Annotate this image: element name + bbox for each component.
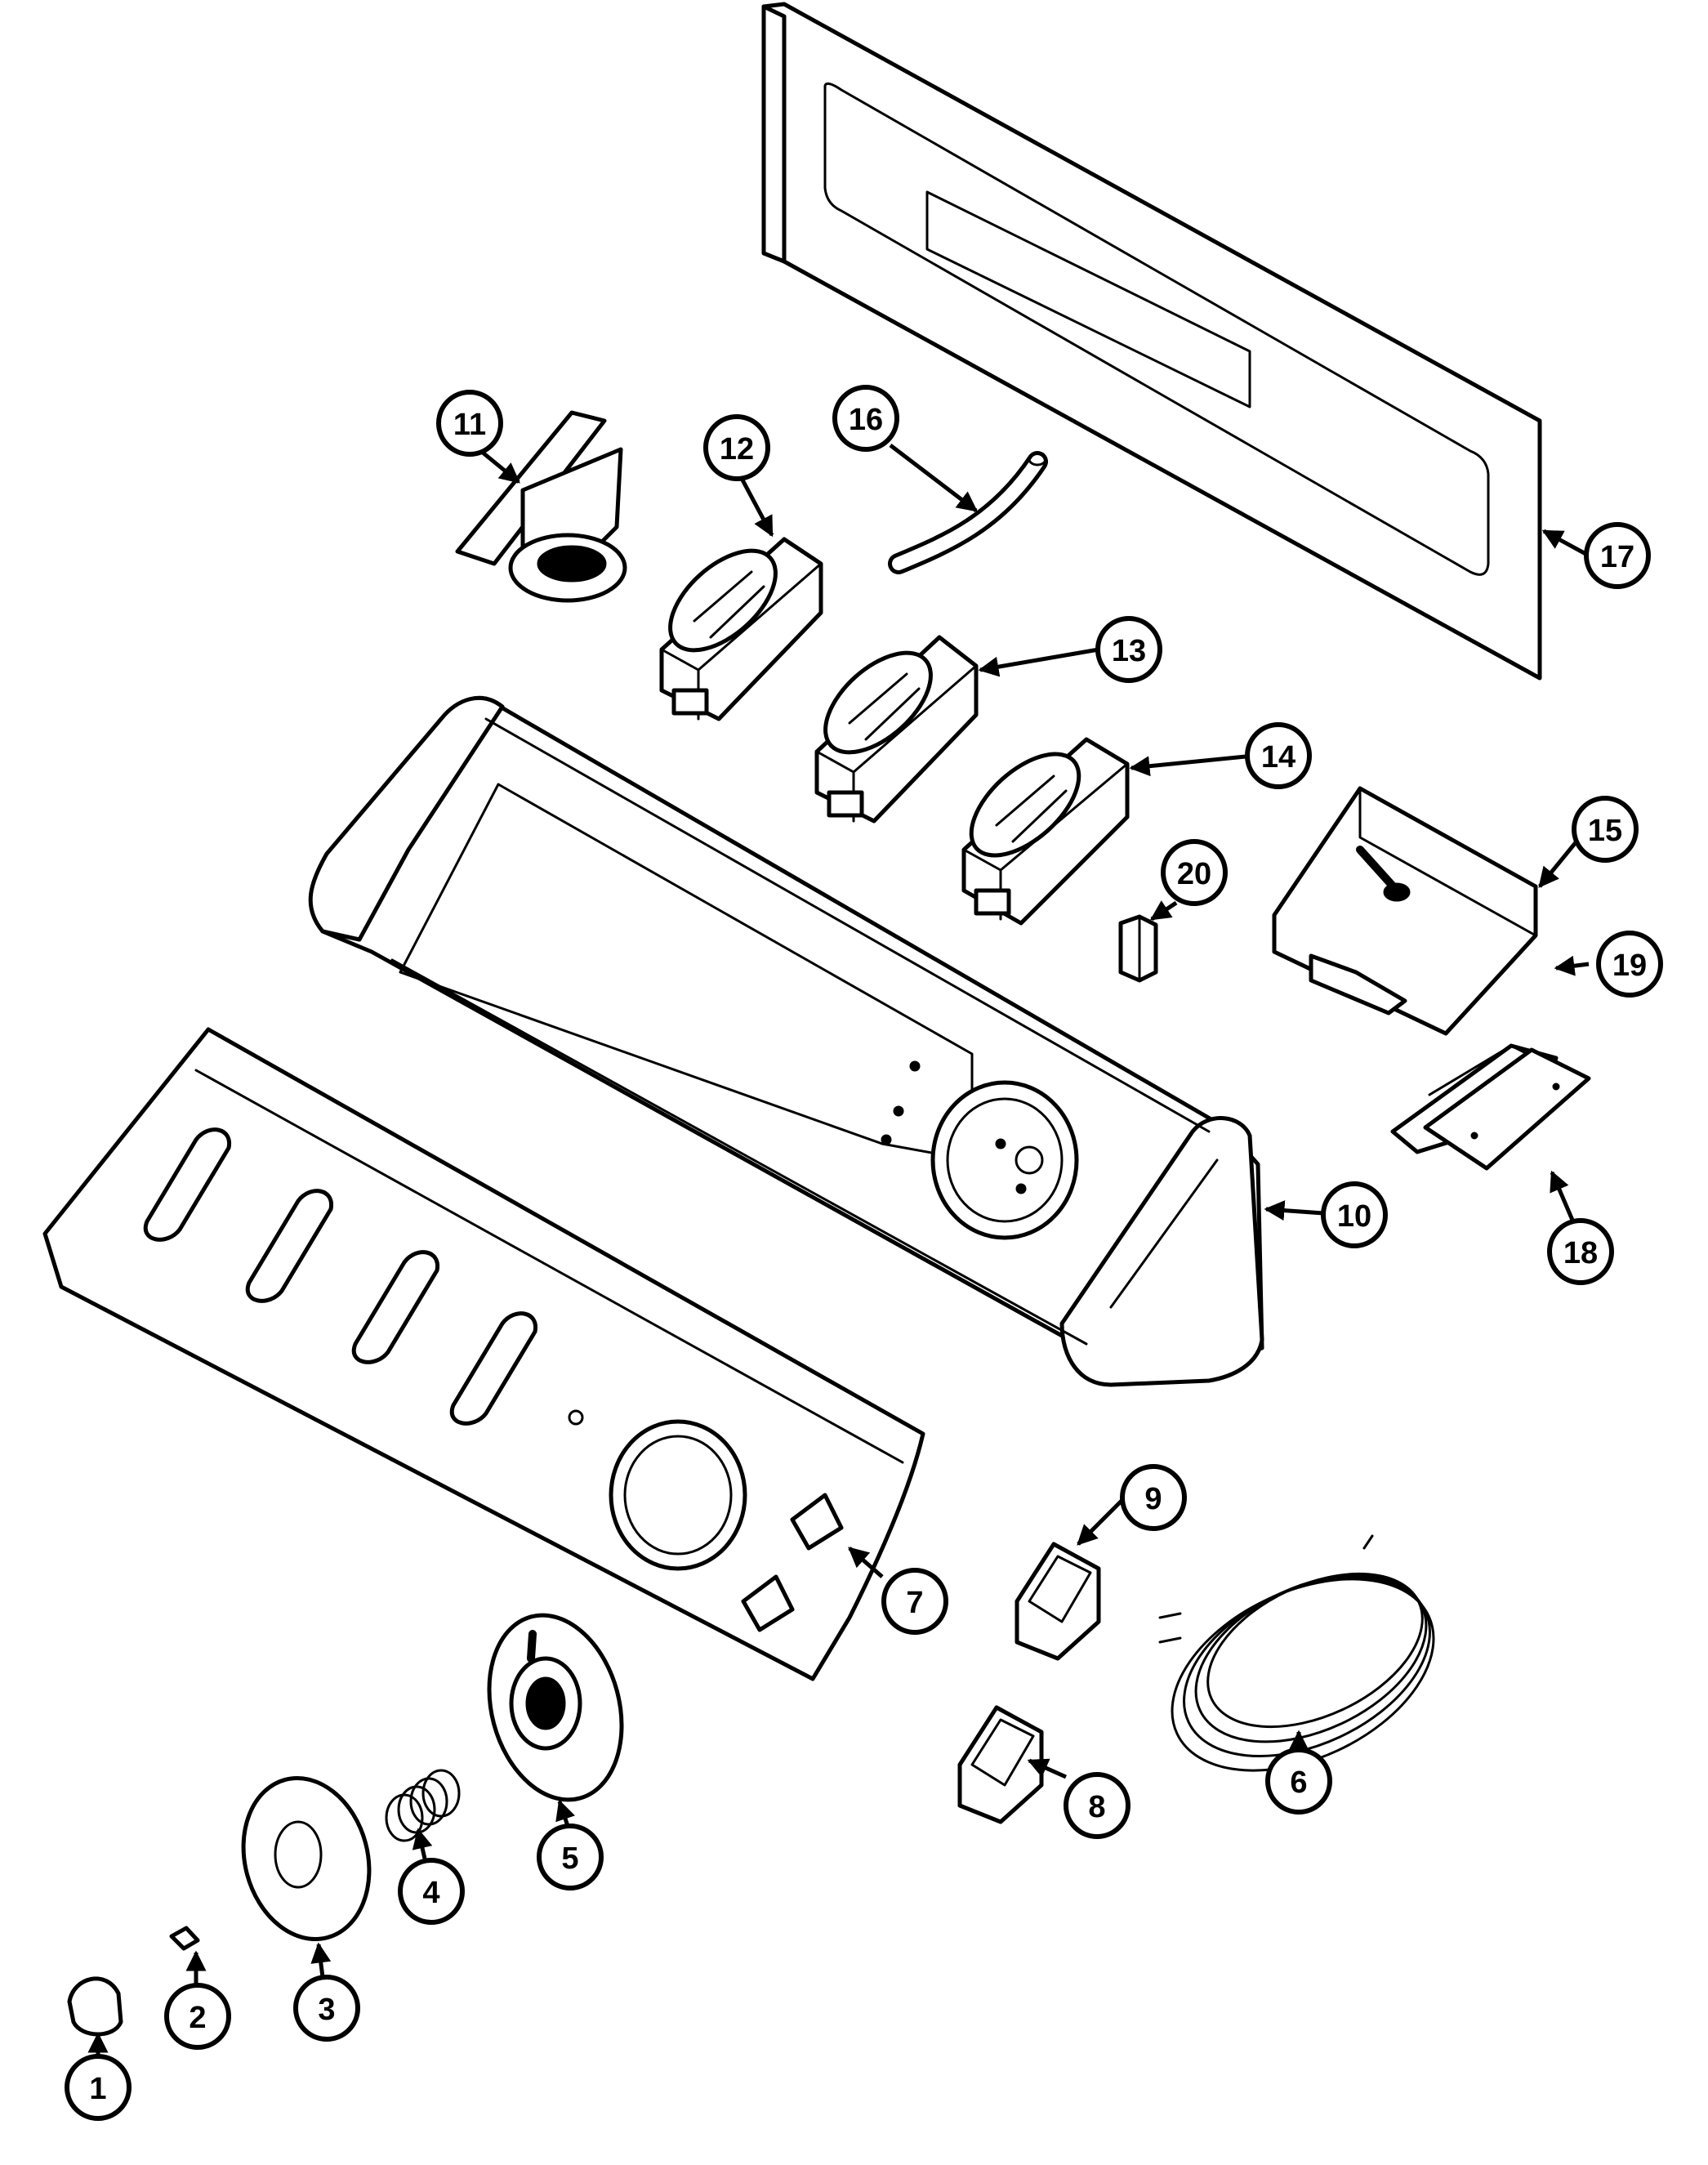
callout-3: 3: [293, 1975, 360, 2042]
callout-16-label: 16: [849, 403, 883, 437]
callout-12: 12: [703, 414, 770, 481]
callout-10-label: 10: [1337, 1199, 1371, 1234]
callout-1: 1: [65, 2054, 132, 2121]
callout-4-label: 4: [422, 1876, 439, 1910]
board-part-18: [1423, 1047, 1591, 1171]
callout-20-label: 20: [1177, 857, 1211, 891]
spring-part-4: [385, 1769, 461, 1842]
callout-14-label: 14: [1261, 740, 1295, 774]
callout-18: 18: [1547, 1218, 1614, 1285]
callout-18-label: 18: [1563, 1236, 1598, 1270]
callout-2: 2: [164, 1983, 231, 2050]
clip-part-20: [1118, 914, 1158, 983]
callout-12-label: 12: [720, 432, 754, 466]
callout-7: 7: [881, 1568, 948, 1635]
callout-9-label: 9: [1144, 1482, 1162, 1516]
push-switch-part-14: [961, 737, 1130, 926]
callout-19-label: 19: [1612, 949, 1647, 983]
selector-switch-part-11: [455, 410, 627, 603]
callout-6-label: 6: [1290, 1765, 1307, 1800]
callout-13: 13: [1095, 616, 1162, 683]
callout-14: 14: [1245, 722, 1312, 789]
rear-panel-part-17: [761, 2, 1542, 681]
callout-8: 8: [1064, 1772, 1130, 1839]
callout-3-label: 3: [318, 1993, 335, 2027]
rocker-switch-part-8: [957, 1705, 1044, 1824]
clip-part-2: [169, 1926, 200, 1951]
callout-19: 19: [1596, 931, 1663, 998]
hose-part-16: [888, 451, 1048, 574]
callout-10: 10: [1321, 1181, 1388, 1248]
callout-7-label: 7: [906, 1586, 923, 1620]
leader-lines: [87, 444, 1590, 2055]
panel-slots: [143, 1127, 537, 1426]
knob-part-5: [487, 1613, 624, 1802]
callout-20: 20: [1161, 839, 1228, 906]
wire-harness-part-6: [1158, 1534, 1435, 1772]
callout-17-label: 17: [1600, 540, 1634, 574]
callout-16: 16: [832, 385, 899, 452]
knob-skirt-part-3: [241, 1775, 372, 1942]
callout-17: 17: [1584, 522, 1651, 589]
callout-13-label: 13: [1112, 634, 1146, 668]
callout-6: 6: [1265, 1748, 1332, 1815]
push-switch-part-12: [659, 537, 823, 721]
callout-11-label: 11: [453, 408, 486, 442]
callout-2-label: 2: [189, 2001, 206, 2035]
callout-15-label: 15: [1588, 814, 1622, 848]
knob-cap-part-1: [67, 1976, 123, 2037]
console-body-part-10: [308, 695, 1264, 1387]
rocker-switch-part-9: [1015, 1542, 1101, 1661]
callout-11: 11: [436, 390, 503, 457]
callout-15: 15: [1572, 796, 1639, 863]
callout-4: 4: [398, 1858, 465, 1925]
callout-1-label: 1: [89, 2072, 106, 2106]
callout-8-label: 8: [1088, 1790, 1105, 1824]
callout-5-label: 5: [561, 1841, 578, 1876]
timer-part-15: [1272, 786, 1538, 1036]
callout-9: 9: [1120, 1464, 1187, 1531]
control-panel-part-7: [42, 1027, 925, 1681]
push-switch-part-13: [814, 635, 979, 824]
callout-5: 5: [537, 1824, 604, 1890]
